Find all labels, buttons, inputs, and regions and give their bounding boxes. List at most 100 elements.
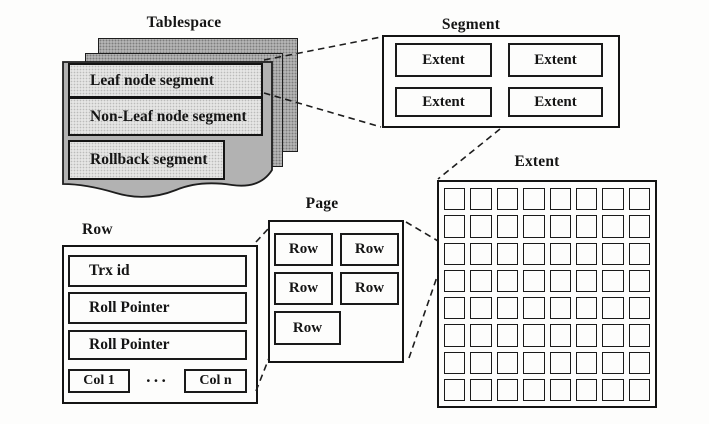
page-cell [628, 269, 650, 292]
page-cell [470, 215, 492, 238]
page-cell [523, 188, 545, 211]
page-cell [496, 188, 519, 211]
rollback-segment-text: Rollback segment [90, 151, 208, 168]
page-cell [523, 351, 545, 374]
trx-id-text: Trx id [89, 262, 130, 279]
page-cell [549, 269, 571, 292]
page-cell [470, 188, 492, 211]
col-first-cell: Col 1 [68, 369, 130, 393]
page-cell [444, 378, 466, 401]
page-cell [470, 378, 492, 401]
page-cell [628, 378, 650, 401]
roll-pointer-field: Roll Pointer [68, 292, 247, 324]
page-cell [602, 215, 624, 238]
page-cell [628, 215, 650, 238]
page-cell [575, 242, 598, 265]
page-cell [628, 324, 650, 347]
page-cell [523, 269, 545, 292]
page-cell [628, 242, 650, 265]
page-box: Row Row Row Row Row [268, 220, 404, 363]
extent-box [437, 180, 657, 408]
trx-id-field: Trx id [68, 255, 247, 287]
page-cell [496, 324, 519, 347]
page-cell [602, 351, 624, 374]
page-cell [575, 215, 598, 238]
page-cell [470, 269, 492, 292]
page-cell [549, 378, 571, 401]
non-leaf-node-segment-band: Non-Leaf node segment [68, 97, 263, 136]
page-cell [549, 215, 571, 238]
page-cell [602, 378, 624, 401]
connector-extent-to-page-bottom [408, 273, 439, 359]
page-cell [444, 324, 466, 347]
page-cell [444, 351, 466, 374]
page-cell [602, 188, 624, 211]
page-cell [444, 242, 466, 265]
page-cell [496, 297, 519, 320]
page-cell [444, 269, 466, 292]
extent-cell: Extent [508, 87, 603, 117]
page-cell [496, 242, 519, 265]
page-cell [575, 297, 598, 320]
page-cell [602, 297, 624, 320]
leaf-node-segment-text: Leaf node segment [90, 71, 214, 89]
connector-segment-to-extent [437, 128, 501, 180]
page-cell [496, 269, 519, 292]
connector-extent-to-page-top [405, 221, 439, 242]
page-cell [470, 297, 492, 320]
page-cell [549, 242, 571, 265]
connector-page-to-row-top [255, 228, 269, 243]
page-cell [575, 188, 598, 211]
rollback-segment-band: Rollback segment [68, 140, 225, 180]
page-cell [549, 351, 571, 374]
leaf-node-segment-band: Leaf node segment [68, 63, 263, 98]
page-cell [549, 188, 571, 211]
segment-box: Extent Extent Extent Extent [382, 35, 620, 128]
page-cell [523, 215, 545, 238]
page-cell [575, 351, 598, 374]
row-cell: Row [340, 272, 399, 305]
tablespace-label: Tablespace [146, 14, 222, 31]
roll-pointer-text: Roll Pointer [89, 336, 170, 353]
page-cell [602, 242, 624, 265]
page-row-group: Row Row [274, 272, 402, 305]
page-cell [549, 297, 571, 320]
page-cell [444, 215, 466, 238]
page-cell [575, 324, 598, 347]
extent-cell: Extent [395, 43, 492, 77]
roll-pointer-field-2: Roll Pointer [68, 330, 247, 360]
extent-label: Extent [514, 153, 560, 170]
page-cell [523, 324, 545, 347]
page-cell [470, 242, 492, 265]
row-box: Trx id Roll Pointer Roll Pointer Col 1 ·… [62, 245, 258, 404]
extent-cell: Extent [395, 87, 492, 117]
page-cell [523, 242, 545, 265]
page-cell [496, 215, 519, 238]
page-cell [602, 269, 624, 292]
ellipsis-text: ··· [145, 371, 169, 390]
page-cell [470, 324, 492, 347]
row-cell: Row [274, 311, 341, 345]
columns-row: Col 1 ··· Col n [68, 369, 247, 393]
page-cell [575, 378, 598, 401]
row-cell: Row [274, 233, 333, 266]
non-leaf-node-segment-text: Non-Leaf node segment [90, 107, 247, 125]
page-row-group: Row Row [274, 233, 402, 266]
roll-pointer-text: Roll Pointer [89, 299, 170, 316]
row-cell: Row [340, 233, 399, 266]
page-cell [549, 324, 571, 347]
page-cell [628, 188, 650, 211]
row-label: Row [82, 221, 113, 238]
page-cell [523, 378, 545, 401]
extent-cell: Extent [508, 43, 603, 77]
page-cell [470, 351, 492, 374]
page-cell [496, 378, 519, 401]
page-row-group: Row [274, 311, 402, 345]
page-cell [496, 351, 519, 374]
page-cell [628, 351, 650, 374]
page-cell [444, 188, 466, 211]
page-label: Page [305, 195, 339, 212]
page-cell [444, 297, 466, 320]
segment-label: Segment [441, 16, 501, 33]
